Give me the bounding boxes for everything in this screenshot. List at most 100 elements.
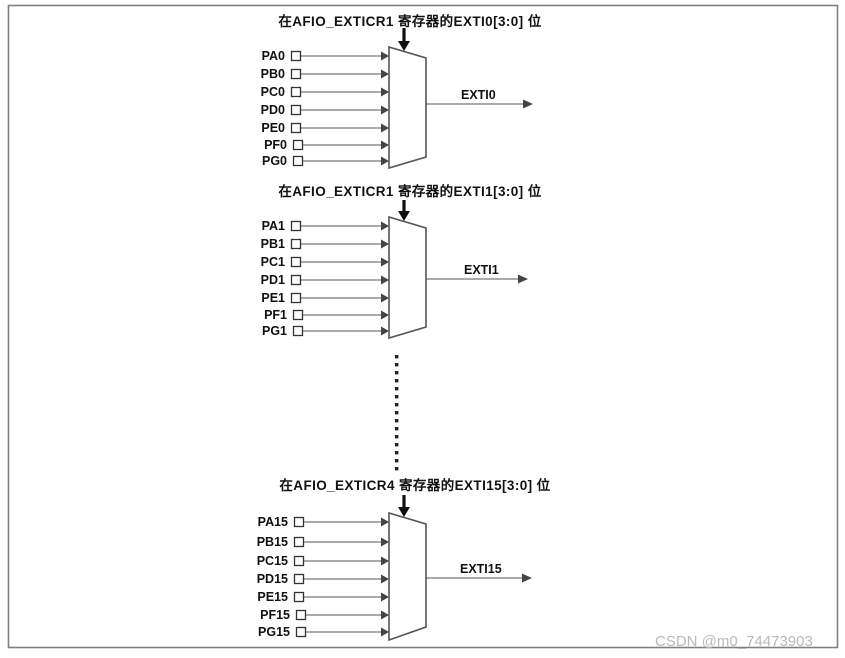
input-label: PG0 [262, 154, 287, 168]
input-row: PE0 [261, 121, 389, 135]
inputs-exti1: PA1 PB1 PC1 PD1 [261, 219, 389, 338]
input-row: PA15 [258, 515, 389, 529]
block-title-exti0: 在AFIO_EXTICR1 寄存器的EXTI0[3:0] 位 [278, 13, 541, 29]
input-row: PG1 [262, 324, 389, 338]
control-arrow-exti1 [398, 200, 410, 221]
input-label: PE0 [261, 121, 285, 135]
input-row: PE15 [257, 590, 389, 604]
input-label: PA15 [258, 515, 288, 529]
input-arrow-icon [381, 105, 389, 115]
input-row: PD15 [257, 572, 389, 586]
pin-square [293, 516, 305, 528]
output-arrow-icon [518, 274, 528, 284]
block-title-exti15: 在AFIO_EXTICR4 寄存器的EXTI15[3:0] 位 [279, 477, 550, 493]
input-label: PF1 [264, 308, 287, 322]
output-exti15: EXTI15 [426, 562, 532, 583]
input-row: PC15 [257, 554, 389, 568]
input-row: PC1 [261, 255, 389, 269]
output-arrow-icon [522, 573, 532, 583]
pin-square [290, 220, 302, 232]
block-title-exti1: 在AFIO_EXTICR1 寄存器的EXTI1[3:0] 位 [278, 183, 541, 199]
input-arrow-icon [381, 610, 389, 620]
input-arrow-icon [381, 239, 389, 249]
input-row: PD1 [261, 273, 389, 287]
input-label: PG1 [262, 324, 287, 338]
input-row: PE1 [261, 291, 389, 305]
input-label: PB15 [257, 535, 288, 549]
input-arrow-icon [381, 293, 389, 303]
input-row: PA1 [262, 219, 389, 233]
output-label-exti1: EXTI1 [464, 263, 499, 277]
input-label: PD15 [257, 572, 288, 586]
pin-square [293, 573, 305, 585]
input-row: PG15 [258, 625, 389, 639]
pin-square [290, 256, 302, 268]
input-label: PF15 [260, 608, 290, 622]
input-row: PF15 [260, 608, 389, 622]
mux-block-exti0: 在AFIO_EXTICR1 寄存器的EXTI0[3:0] 位 PA0 PB0 [261, 13, 541, 170]
pin-square [290, 104, 302, 116]
inputs-exti0: PA0 PB0 PC0 PD0 [261, 49, 389, 168]
pin-square [290, 292, 302, 304]
input-row: PG0 [262, 154, 389, 168]
input-arrow-icon [381, 221, 389, 231]
input-arrow-icon [381, 257, 389, 267]
pin-square [292, 309, 304, 321]
pin-square [293, 536, 305, 548]
pin-square [290, 122, 302, 134]
input-row: PF0 [264, 138, 389, 152]
input-row: PD0 [261, 103, 389, 117]
pin-square [290, 274, 302, 286]
input-arrow-icon [381, 156, 389, 166]
inputs-exti15: PA15 PB15 PC15 PD [257, 515, 389, 639]
mux-body-exti15 [388, 511, 427, 642]
output-label-exti0: EXTI0 [461, 88, 496, 102]
pin-square [290, 68, 302, 80]
output-exti0: EXTI0 [426, 88, 533, 109]
input-arrow-icon [381, 275, 389, 285]
output-exti1: EXTI1 [426, 263, 528, 284]
pin-square [293, 591, 305, 603]
input-arrow-icon [381, 140, 389, 150]
input-arrow-icon [381, 123, 389, 133]
input-arrow-icon [381, 574, 389, 584]
input-arrow-icon [381, 69, 389, 79]
input-label: PE15 [257, 590, 288, 604]
mux-block-exti15: 在AFIO_EXTICR4 寄存器的EXTI15[3:0] 位 PA15 PB1… [257, 477, 550, 642]
mux-body-exti1 [388, 215, 427, 340]
input-arrow-icon [381, 537, 389, 547]
input-label: PC0 [261, 85, 285, 99]
output-arrow-icon [523, 99, 533, 109]
input-row: PB1 [261, 237, 389, 251]
input-arrow-icon [381, 87, 389, 97]
input-label: PA0 [262, 49, 285, 63]
input-arrow-icon [381, 310, 389, 320]
input-label: PG15 [258, 625, 290, 639]
vertical-ellipsis [395, 355, 399, 471]
input-row: PA0 [262, 49, 389, 63]
pin-square [295, 609, 307, 621]
pin-square [292, 325, 304, 337]
pin-square [290, 86, 302, 98]
input-row: PF1 [264, 308, 389, 322]
input-arrow-icon [381, 556, 389, 566]
input-label: PB0 [261, 67, 285, 81]
input-label: PD1 [261, 273, 285, 287]
pin-square [292, 139, 304, 151]
input-arrow-icon [381, 51, 389, 61]
pin-square [292, 155, 304, 167]
input-row: PB15 [257, 535, 389, 549]
pin-square [293, 555, 305, 567]
pin-square [290, 238, 302, 250]
input-row: PC0 [261, 85, 389, 99]
input-label: PD0 [261, 103, 285, 117]
input-label: PC15 [257, 554, 288, 568]
input-label: PF0 [264, 138, 287, 152]
input-arrow-icon [381, 627, 389, 637]
output-label-exti15: EXTI15 [460, 562, 502, 576]
input-label: PB1 [261, 237, 285, 251]
input-arrow-icon [381, 592, 389, 602]
input-label: PC1 [261, 255, 285, 269]
